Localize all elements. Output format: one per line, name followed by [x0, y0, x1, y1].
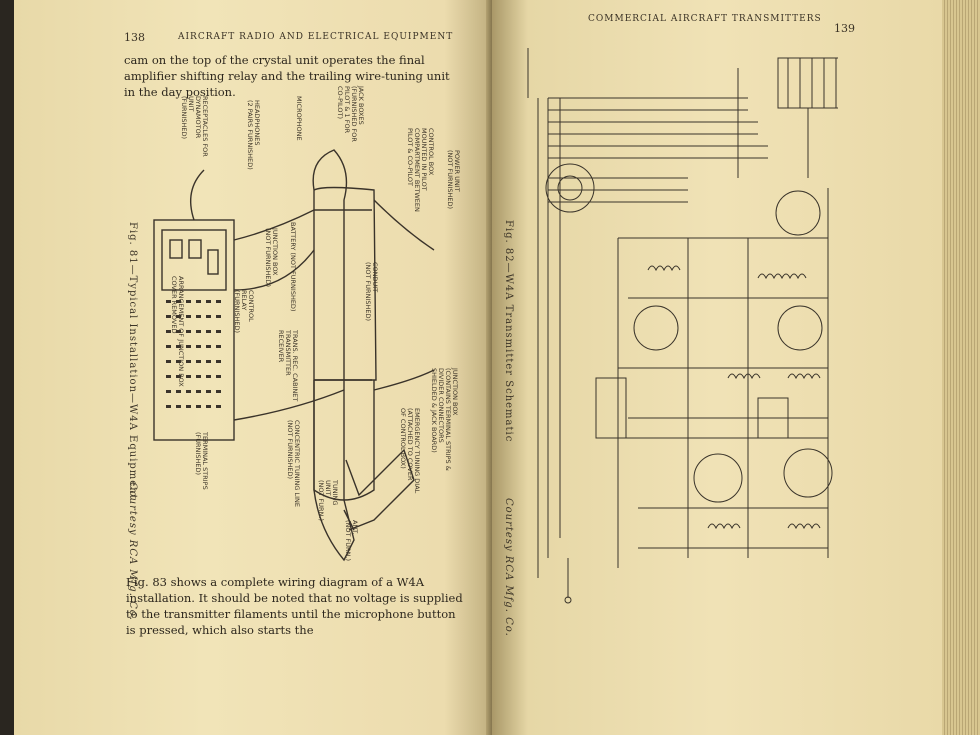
label-junction-box: JUNCTION BOX (CONTAINS TERMINAL STRIPS &… — [430, 368, 459, 471]
label-tuning-unit: TUNING UNIT (NOT FURN.) — [317, 480, 339, 522]
label-receptacles: RECEPTACLES FOR DYNAMOTOR UNIT (FURNISHE… — [180, 96, 209, 157]
right-page-number: 139 — [834, 22, 855, 35]
label-control-box: CONTROL BOX MOUNTED IN PILOT COMPARTMENT… — [406, 128, 435, 212]
label-jack-boxes: JACK BOXES (FURNISHED FOR PILOT & 1 FOR … — [336, 86, 365, 142]
label-concentric-line: CONCENTRIC TUNING LINE (NOT FURNISHED) — [286, 420, 301, 508]
page-edges — [942, 0, 980, 735]
left-running-head: AIRCRAFT RADIO AND ELECTRICAL EQUIPMENT — [178, 32, 454, 42]
left-bottom-paragraph: Fig. 83 shows a complete wiring diagram … — [126, 575, 463, 637]
label-trans-rec: TRANS. REC. CABINET TRANSMITTER RECEIVER — [277, 330, 299, 402]
installation-figure — [153, 149, 435, 562]
left-page — [14, 0, 492, 735]
label-power-unit: POWER UNIT (NOT FURNISHED) — [446, 150, 461, 210]
right-figure-credit: Courtesy RCA Mfg. Co. — [503, 498, 514, 637]
label-arrangement: ARRANGEMENT OF JUNCTION BOX COVER REMOVE… — [170, 276, 185, 387]
label-emergency-dial: EMERGENCY TUNING DIAL (ATTACHED TO COVER… — [399, 408, 421, 494]
label-conduit: CONDUIT (NOT FURNISHED) — [364, 262, 379, 322]
left-top-paragraph: cam on the top of the crystal unit opera… — [124, 53, 450, 99]
label-microphone: MICROPHONE — [295, 96, 303, 141]
label-headphones: HEADPHONES (2 PAIRS FURNISHED) — [246, 100, 261, 170]
label-battery: BATTERY (NOT FURNISHED) — [289, 222, 297, 312]
transmitter-schematic — [527, 48, 838, 604]
label-ant: ANT. (NOT FURN.) — [344, 520, 359, 562]
right-figure-caption: Fig. 82—W4A Transmitter Schematic — [503, 220, 514, 443]
label-terminal-strips: TERMINAL STRIPS (FURNISHED) — [194, 432, 209, 490]
label-control-relay: CONTROL RELAY (FURNISHED) — [233, 290, 255, 333]
label-junction-box-nf: JUNCTION BOX (NOT FURNISHED) — [264, 228, 279, 288]
left-page-number: 138 — [124, 31, 145, 44]
right-running-head: COMMERCIAL AIRCRAFT TRANSMITTERS — [588, 14, 822, 24]
left-figure-caption: Fig. 81—Typical Installation—W4A Equipme… — [127, 222, 138, 500]
